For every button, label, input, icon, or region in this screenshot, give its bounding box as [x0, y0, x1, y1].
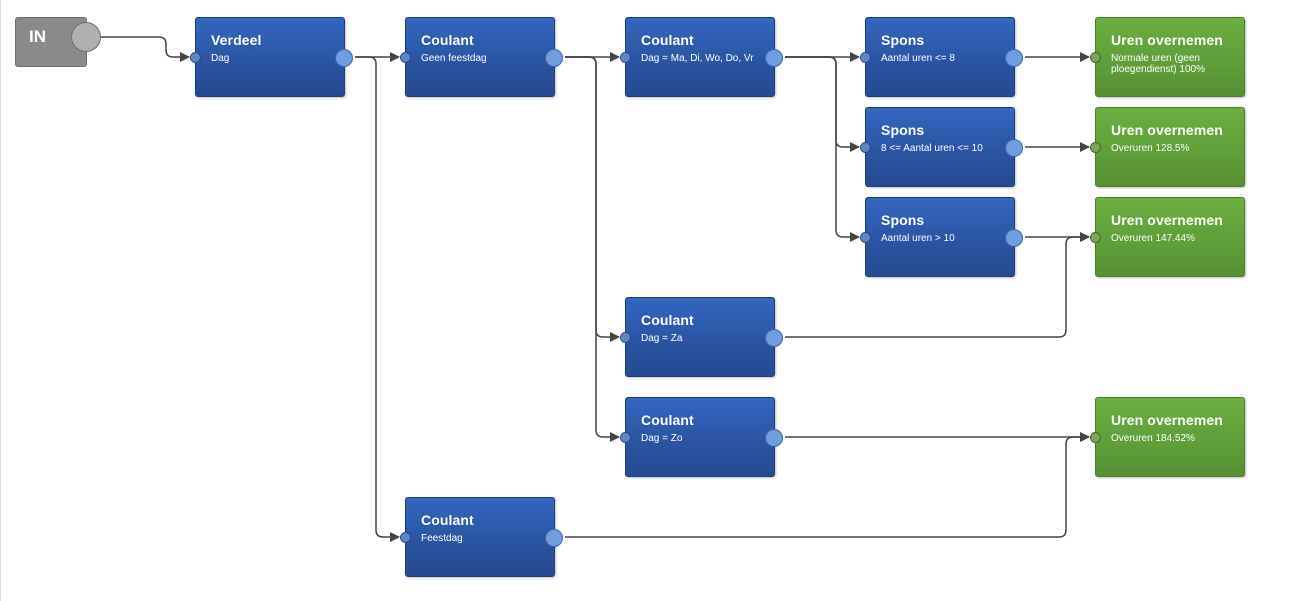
input-port[interactable] — [860, 52, 871, 63]
node-verdeel[interactable]: Verdeel Dag — [190, 17, 353, 97]
output-port[interactable] — [1005, 229, 1023, 247]
input-port[interactable] — [860, 232, 871, 243]
node-title: Coulant — [641, 32, 694, 48]
input-port[interactable] — [1090, 432, 1101, 443]
node-condition: 8 <= Aantal uren <= 10 — [881, 143, 983, 154]
node-condition: Dag = Zo — [641, 433, 683, 444]
start-node[interactable]: IN — [15, 17, 101, 67]
wire-in-verdeel — [101, 36, 190, 62]
wire-geen-feestdag-zo — [565, 56, 620, 442]
node-condition: Aantal uren > 10 — [881, 233, 955, 244]
input-port[interactable] — [1090, 142, 1101, 153]
node-uren-overnemen-1[interactable]: Uren overnemen Normale uren (geen ploege… — [1090, 17, 1245, 97]
node-condition: Overuren 184.52% — [1111, 433, 1195, 444]
node-title: Coulant — [421, 512, 474, 528]
start-output-port[interactable] — [71, 22, 101, 52]
node-spons-2[interactable]: Spons 8 <= Aantal uren <= 10 — [860, 107, 1023, 187]
wire-werkdag-spons-3 — [785, 56, 860, 242]
node-condition: Overuren 147.44% — [1111, 233, 1195, 244]
node-spons-3[interactable]: Spons Aantal uren > 10 — [860, 197, 1023, 277]
node-title: Spons — [881, 212, 925, 228]
node-title: Uren overnemen — [1111, 32, 1223, 48]
node-title: Coulant — [641, 412, 694, 428]
node-title: Spons — [881, 122, 925, 138]
input-port[interactable] — [190, 52, 201, 63]
node-uren-overnemen-4[interactable]: Uren overnemen Overuren 184.52% — [1090, 397, 1245, 477]
node-title: Uren overnemen — [1111, 412, 1223, 428]
node-condition: Dag — [211, 53, 230, 64]
output-port[interactable] — [545, 49, 563, 67]
node-coulant-geen-feestdag[interactable]: Coulant Geen feestdag — [400, 17, 563, 97]
node-title: Verdeel — [211, 32, 262, 48]
input-port[interactable] — [400, 52, 411, 63]
output-port[interactable] — [765, 429, 783, 447]
wire-verdeel-coulant-feestdag — [355, 56, 400, 542]
start-node-label: IN — [29, 27, 46, 46]
input-port[interactable] — [400, 532, 411, 543]
node-title: Coulant — [421, 32, 474, 48]
node-condition: Dag = Za — [641, 333, 683, 344]
input-port[interactable] — [620, 52, 631, 63]
output-port[interactable] — [545, 529, 563, 547]
node-title: Uren overnemen — [1111, 122, 1223, 138]
node-uren-overnemen-3[interactable]: Uren overnemen Overuren 147.44% — [1090, 197, 1245, 277]
output-port[interactable] — [765, 329, 783, 347]
output-port[interactable] — [1005, 49, 1023, 67]
input-port[interactable] — [1090, 52, 1101, 63]
input-port[interactable] — [1090, 232, 1101, 243]
output-port[interactable] — [335, 49, 353, 67]
node-coulant-zo[interactable]: Coulant Dag = Zo — [620, 397, 783, 477]
wire-werkdag-spons-2 — [785, 56, 860, 152]
output-port[interactable] — [1005, 139, 1023, 157]
node-condition: Feestdag — [421, 533, 463, 544]
node-title: Spons — [881, 32, 925, 48]
node-title: Uren overnemen — [1111, 212, 1223, 228]
node-condition: Dag = Ma, Di, Wo, Do, Vr — [641, 53, 754, 64]
input-port[interactable] — [620, 432, 631, 443]
node-condition: Overuren 128.5% — [1111, 143, 1190, 154]
node-condition: Aantal uren <= 8 — [881, 53, 955, 64]
node-condition: Geen feestdag — [421, 53, 487, 64]
node-spons-1[interactable]: Spons Aantal uren <= 8 — [860, 17, 1023, 97]
node-condition: Normale uren (geen ploegendienst) 100% — [1111, 53, 1205, 75]
node-title: Coulant — [641, 312, 694, 328]
wire-geen-feestdag-za — [565, 56, 620, 342]
node-coulant-feestdag[interactable]: Coulant Feestdag — [400, 497, 563, 577]
node-coulant-za[interactable]: Coulant Dag = Za — [620, 297, 783, 377]
node-coulant-werkdag[interactable]: Coulant Dag = Ma, Di, Wo, Do, Vr — [620, 17, 783, 97]
input-port[interactable] — [860, 142, 871, 153]
output-port[interactable] — [765, 49, 783, 67]
node-uren-overnemen-2[interactable]: Uren overnemen Overuren 128.5% — [1090, 107, 1245, 187]
input-port[interactable] — [620, 332, 631, 343]
